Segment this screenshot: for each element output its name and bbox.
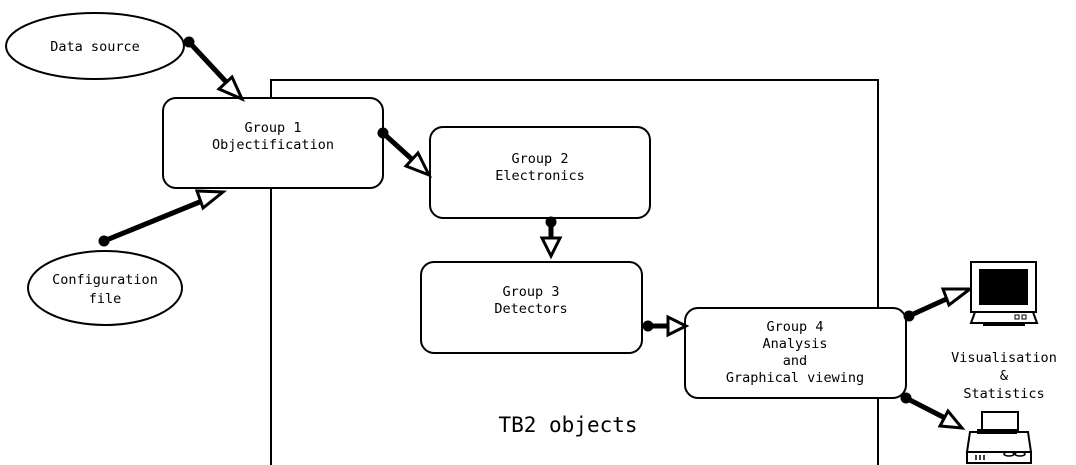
group-1-subtitle: Objectification	[212, 137, 334, 153]
configuration-file-node[interactable]: Configuration file	[27, 250, 183, 326]
group-4-line-analysis: Analysis	[762, 336, 827, 352]
arrow-datasource-to-group1	[183, 36, 245, 102]
visualisation-statistics-label: Visualisation & Statistics	[951, 350, 1057, 402]
group-3-subtitle: Detectors	[494, 301, 567, 317]
tb2-objects-label: TB2 objects	[498, 413, 637, 437]
group-3-title: Group 3	[503, 284, 560, 300]
arrow-group1-to-group2	[377, 127, 433, 178]
tb2-objects-container	[270, 79, 879, 465]
group-2-box[interactable]: Group 2 Electronics	[429, 126, 651, 219]
arrow-group4-to-monitor	[903, 287, 975, 322]
data-source-label: Data source	[50, 39, 139, 55]
group-2-title: Group 2	[512, 151, 569, 167]
config-file-label-line1: Configuration	[52, 272, 158, 288]
arrow-config-to-group1	[98, 189, 228, 247]
arrow-group3-to-group4	[642, 314, 690, 338]
group-1-title: Group 1	[245, 120, 302, 136]
data-source-node[interactable]: Data source	[5, 12, 185, 80]
config-file-label-line2: file	[89, 291, 122, 307]
group-3-box[interactable]: Group 3 Detectors	[420, 261, 643, 354]
printer-icon[interactable]	[965, 411, 1033, 464]
group-4-line-graphical: Graphical viewing	[726, 370, 864, 386]
output-label-line1: Visualisation	[951, 350, 1057, 366]
group-2-subtitle: Electronics	[495, 168, 584, 184]
output-label-line2: &	[1000, 368, 1009, 384]
group-4-box[interactable]: Group 4 Analysis and Graphical viewing	[684, 307, 907, 399]
monitor-icon[interactable]	[969, 261, 1039, 326]
output-label-line3: Statistics	[963, 386, 1044, 402]
arrow-group4-to-printer	[900, 392, 966, 430]
arrow-group2-to-group3	[539, 216, 563, 260]
group-4-title: Group 4	[767, 319, 824, 335]
group-1-box[interactable]: Group 1 Objectification	[162, 97, 384, 189]
group-4-line-and: and	[783, 353, 807, 369]
